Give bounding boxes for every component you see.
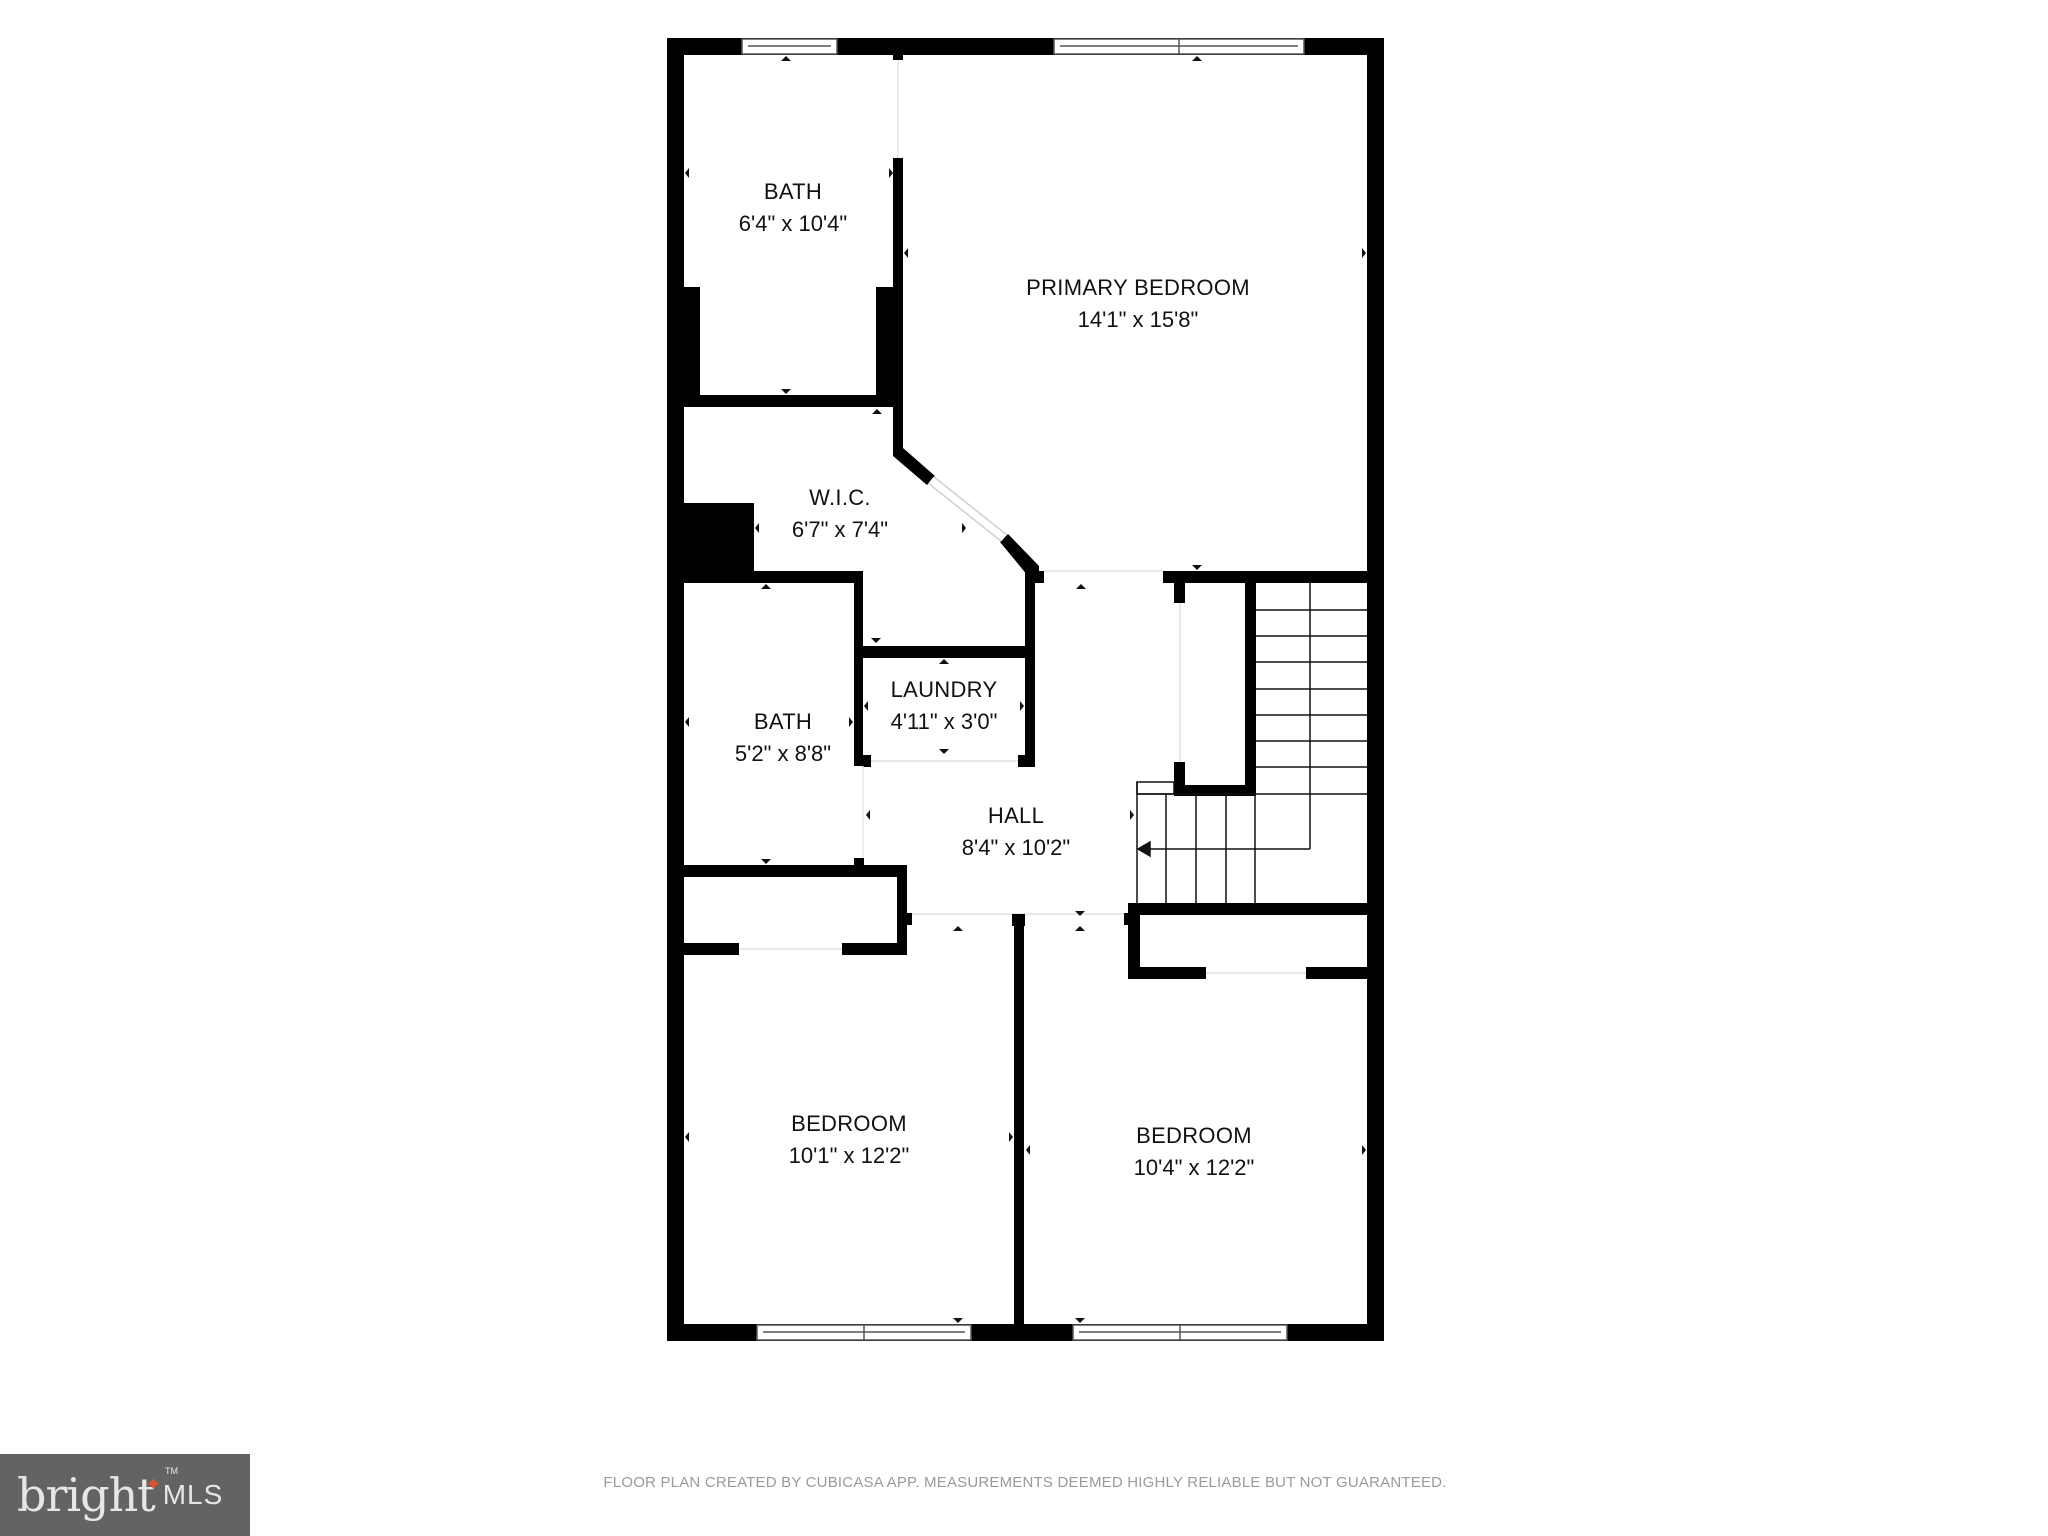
room-name: BATH: [753, 709, 813, 734]
room-label-laundry: LAUNDRY 4'11" x 3'0": [891, 674, 998, 738]
room-label-hall: HALL 8'4" x 10'2": [962, 800, 1070, 864]
room-label-primary-bedroom: PRIMARY BEDROOM 14'1" x 15'8": [1026, 272, 1250, 336]
room-dimensions: 6'7" x 7'4": [791, 517, 889, 542]
room-label-bath-2: BATH 5'2" x 8'8": [735, 706, 831, 770]
room-dimensions: 6'4" x 10'4": [738, 211, 848, 236]
room-name: W.I.C.: [809, 485, 871, 510]
stairs: [1136, 583, 1367, 903]
room-name: BATH: [763, 179, 823, 204]
room-label-bath-1: BATH 6'4" x 10'4": [739, 176, 847, 240]
logo-brand: bright ✦ TM: [17, 1466, 178, 1522]
windows: [741, 38, 1305, 1341]
room-dimensions: 4'11" x 3'0": [890, 709, 998, 734]
room-label-wic: W.I.C. 6'7" x 7'4": [792, 482, 888, 546]
room-label-bedroom-1: BEDROOM 10'1" x 12'2": [789, 1108, 910, 1172]
room-label-bedroom-2: BEDROOM 10'4" x 12'2": [1134, 1120, 1255, 1184]
room-name: BEDROOM: [1136, 1123, 1252, 1148]
room-dimensions: 5'2" x 8'8": [734, 741, 832, 766]
room-name: HALL: [987, 803, 1045, 828]
measurement-markers: [685, 56, 1366, 1323]
logo-suffix: MLS: [162, 1479, 224, 1510]
room-name: PRIMARY BEDROOM: [1026, 275, 1250, 300]
trademark-mark: TM: [165, 1466, 178, 1476]
star-icon: ✦: [145, 1472, 162, 1496]
room-dimensions: 10'4" x 12'2": [1133, 1155, 1255, 1180]
interior-walls: [684, 54, 1368, 1341]
logo-brand-text: bright: [17, 1468, 156, 1522]
room-dimensions: 8'4" x 10'2": [961, 835, 1071, 860]
bright-mls-logo: bright ✦ TM MLS: [0, 1454, 250, 1536]
room-dimensions: 10'1" x 12'2": [788, 1143, 910, 1168]
room-name: BEDROOM: [791, 1111, 907, 1136]
room-dimensions: 14'1" x 15'8": [1077, 307, 1199, 332]
room-name: LAUNDRY: [890, 677, 998, 702]
disclaimer-text: FLOOR PLAN CREATED BY CUBICASA APP. MEAS…: [603, 1474, 1447, 1491]
